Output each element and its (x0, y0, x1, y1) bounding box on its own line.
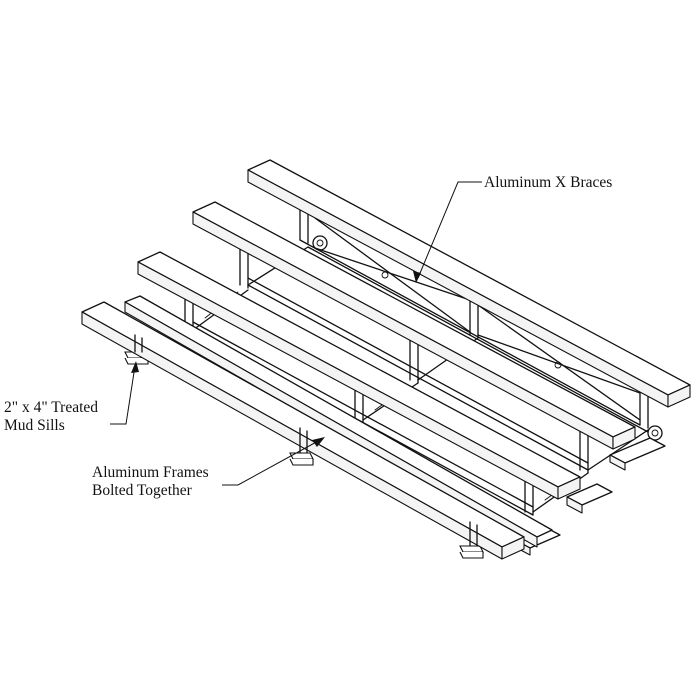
bench-planks (81, 159, 691, 560)
label-aluminum-x-braces: Aluminum X Braces (484, 174, 612, 191)
arrow-icon (413, 271, 421, 283)
arrow-icon (312, 437, 325, 447)
label-mud-sills-line1: 2" x 4" Treated (4, 399, 98, 416)
callout-labels: Aluminum X Braces 2" x 4" Treated Mud Si… (4, 174, 612, 499)
callout-leaders (110, 181, 482, 486)
label-aluminum-frames-line2: Bolted Together (92, 482, 193, 499)
front-frame-supports (134, 334, 478, 547)
front-footboard-plank (124, 295, 553, 538)
arrow-icon (131, 361, 139, 373)
label-aluminum-frames-line1: Aluminum Frames (92, 464, 209, 481)
aluminum-x-braces (312, 217, 663, 441)
label-mud-sills-line2: Mud Sills (4, 417, 65, 434)
